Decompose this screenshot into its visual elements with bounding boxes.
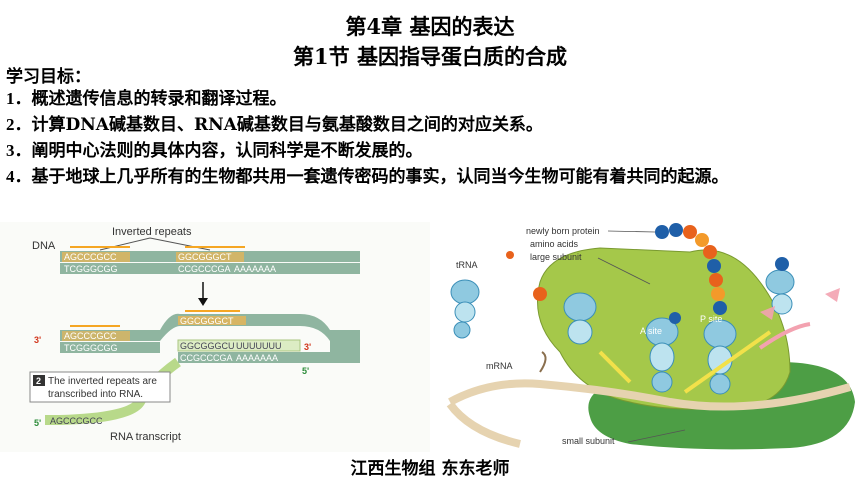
step-text-2: transcribed into RNA. <box>48 389 143 400</box>
step-box <box>29 371 171 403</box>
hairpin-highlight <box>178 316 246 325</box>
opened-highlight-top <box>62 331 130 341</box>
a-site-label: A site <box>640 326 662 336</box>
pink-arrow-path <box>758 322 811 350</box>
trna-free <box>450 279 480 339</box>
right-strand-end <box>330 330 360 353</box>
mrna-strand <box>448 379 852 411</box>
down-arrow-head <box>198 298 208 306</box>
mrna-tail <box>446 401 521 448</box>
trna-exit <box>563 292 597 345</box>
p-site-label: P site <box>700 314 722 324</box>
goals-list: 1．概述遗传信息的转录和翻译过程。 2．计算DNA碱基数目、RNA碱基数目与氨基… <box>6 86 856 190</box>
newly-born-protein-label: newly born protein <box>526 226 600 236</box>
step-text-1: The inverted repeats are <box>48 376 157 387</box>
section-title: 第1节 基因指导蛋白质的合成 <box>293 44 567 69</box>
pink-arrow-2 <box>825 288 840 302</box>
large-subunit-pointer <box>597 257 651 285</box>
footer-credit: 江西生物组 东东老师 <box>350 459 510 479</box>
seq-opened-bottom: TCGGGCGG <box>64 343 118 353</box>
repeat-highlight-left <box>62 252 130 262</box>
trna-label: tRNA <box>456 260 478 270</box>
goal-item-1: 1．概述遗传信息的转录和翻译过程。 <box>6 86 856 112</box>
goal-text: 基于地球上几乎所有的生物都共用一套遗传密码的事实，认同当今生物可能有着共同的起源… <box>31 167 729 187</box>
seq-template-polya: AAAAAAA <box>236 353 278 363</box>
trna-p-site <box>703 319 737 395</box>
goal-item-2: 2．计算DNA碱基数目、RNA碱基数目与氨基酸数目之间的对应关系。 <box>6 112 856 138</box>
prime-3-left: 3' <box>34 335 41 345</box>
step-number: 2 <box>36 376 41 386</box>
free-amino-acid <box>533 287 547 301</box>
protein-chain <box>655 223 727 315</box>
seq-top-left: AGCCCGCC <box>64 252 117 262</box>
translation-diagram: newly born protein amino acids large sub… <box>446 223 855 450</box>
yellow-arrow-2 <box>683 330 772 394</box>
seq-bottom-left: TCGGGCGG <box>64 264 118 274</box>
trna-a-site <box>645 317 679 393</box>
goal-item-3: 3．阐明中心法则的具体内容，认同科学是不断发展的。 <box>6 138 856 164</box>
goal-number: 3． <box>6 141 32 160</box>
goals-label: 学习目标： <box>6 67 91 87</box>
goal-text: 概述遗传信息的转录和翻译过程。 <box>31 89 287 109</box>
repeat-highlight-right <box>176 252 244 262</box>
amino-acids-label: amino acids <box>530 239 579 249</box>
step-badge <box>33 375 45 386</box>
goal-number: 2． <box>6 115 32 134</box>
inverted-repeats-label: Inverted repeats <box>112 226 192 238</box>
seq-rna-polyu: UUUUUUU <box>236 341 282 351</box>
seq-template: CCGCCCGA <box>180 353 233 363</box>
prime-5-left: 5' <box>34 418 41 428</box>
dna-label: DNA <box>32 240 56 252</box>
pink-arrow-1 <box>760 306 775 320</box>
goal-text: 阐明中心法则的具体内容，认同科学是不断发展的。 <box>31 141 423 161</box>
dna-bottom-strand <box>60 263 360 274</box>
chapter-title: 第4章 基因的表达 <box>345 14 515 39</box>
seq-opened-top: AGCCCGCC <box>64 331 117 341</box>
seq-polya: AAAAAAA <box>234 264 276 274</box>
opened-bottom-left <box>60 342 160 353</box>
goal-number: 4． <box>6 167 32 186</box>
rna-transcript-label: RNA transcript <box>110 431 181 443</box>
template-strand <box>178 352 360 363</box>
protein-pointer <box>607 230 656 233</box>
prime-3-right: 3' <box>304 342 311 352</box>
incoming-amino-acid <box>775 257 789 271</box>
seq-bottom-right: CCGCCCGA <box>178 264 231 274</box>
seq-rna-5: AGCCCGCC <box>50 416 103 426</box>
mrna-cap <box>539 351 547 373</box>
goal-number: 1． <box>6 89 32 108</box>
small-subunit-label: small subunit <box>562 436 615 446</box>
trna-incoming <box>765 269 795 315</box>
goal-text: 计算DNA碱基数目、RNA碱基数目与氨基酸数目之间的对应关系。 <box>31 115 543 135</box>
large-subunit-label: large subunit <box>530 252 582 262</box>
amino-acid-marker <box>506 251 514 259</box>
rna-strand <box>177 339 301 352</box>
seq-rna-mid: GGCGGGCU <box>180 341 235 351</box>
a-site-amino-acid <box>669 312 681 324</box>
seq-hairpin-top: GGCGGGCT <box>180 316 234 326</box>
seq-top-right: GGCGGGCT <box>178 252 232 262</box>
mrna-label: mRNA <box>486 361 513 371</box>
transcription-diagram: DNA Inverted repeats AGCCCGCC TCGGGCGG G… <box>0 222 430 452</box>
prime-5-right: 5' <box>302 366 309 376</box>
small-subunit-pointer <box>627 429 686 443</box>
yellow-arrow-1 <box>598 350 632 384</box>
goal-item-4: 4．基于地球上几乎所有的生物都共用一套遗传密码的事实，认同当今生物可能有着共同的… <box>6 164 856 190</box>
